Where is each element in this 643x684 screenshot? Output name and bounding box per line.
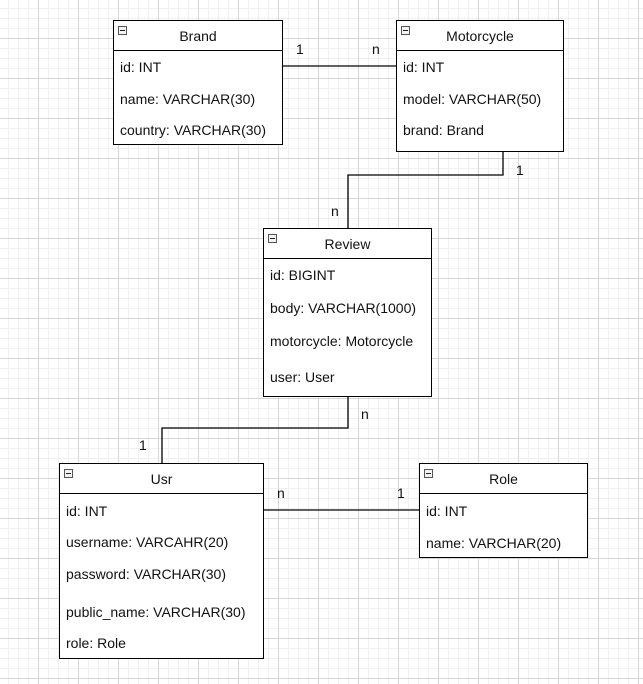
entity-title: Role [489,471,518,487]
field-row: public_name: VARCHAR(30) [66,604,246,620]
field-row: username: VARCAHR(20) [66,534,229,550]
entity-motorcycle[interactable]: Motorcycle id: INT model: VARCHAR(50) br… [396,20,564,152]
entity-title: Review [324,236,371,252]
field-row: id: INT [426,503,468,519]
field-row: id: INT [120,59,162,75]
review-usr-line[interactable] [161,396,349,463]
multiplicity-motorcycle-review-to: n [331,203,339,219]
entity-title: Usr [150,471,173,487]
field-row: motorcycle: Motorcycle [270,333,414,349]
entity-header[interactable]: Review [264,229,431,259]
field-row: id: INT [66,503,108,519]
entity-header[interactable]: Motorcycle [397,21,563,51]
multiplicity-brand-motorcycle-to: n [372,41,380,57]
field-row: country: VARCHAR(30) [120,122,267,138]
field-row: id: INT [403,59,445,75]
field-row: role: Role [66,635,126,651]
entity-title: Motorcycle [446,28,514,44]
multiplicity-usr-role-to: 1 [397,485,405,501]
entity-usr[interactable]: Usr id: INT username: VARCAHR(20) passwo… [59,463,264,659]
entity-title: Brand [179,28,217,44]
field-row: model: VARCHAR(50) [403,91,542,107]
entity-role[interactable]: Role id: INT name: VARCHAR(20) [419,463,588,558]
collapse-icon[interactable] [268,234,277,243]
field-row: name: VARCHAR(20) [426,535,562,551]
multiplicity-review-usr-to: 1 [139,437,147,453]
field-row: body: VARCHAR(1000) [270,300,417,316]
collapse-icon[interactable] [401,26,410,35]
entity-brand[interactable]: Brand id: INT name: VARCHAR(30) country:… [113,20,283,145]
entity-review[interactable]: Review id: BIGINT body: VARCHAR(1000) mo… [263,228,432,397]
field-row: user: User [270,369,335,385]
entity-header[interactable]: Brand [114,21,282,51]
collapse-icon[interactable] [64,469,73,478]
multiplicity-usr-role-from: n [277,485,285,501]
multiplicity-review-usr-from: n [361,406,369,422]
field-row: id: BIGINT [270,267,336,283]
entity-header[interactable]: Role [420,464,587,494]
multiplicity-motorcycle-review-from: 1 [516,162,524,178]
collapse-icon[interactable] [424,469,433,478]
multiplicity-brand-motorcycle-from: 1 [296,41,304,57]
entity-header[interactable]: Usr [60,464,263,494]
field-row: name: VARCHAR(30) [120,91,256,107]
field-row: password: VARCHAR(30) [66,566,227,582]
collapse-icon[interactable] [118,26,127,35]
field-row: brand: Brand [403,122,484,138]
motorcycle-review-line[interactable] [347,151,504,228]
